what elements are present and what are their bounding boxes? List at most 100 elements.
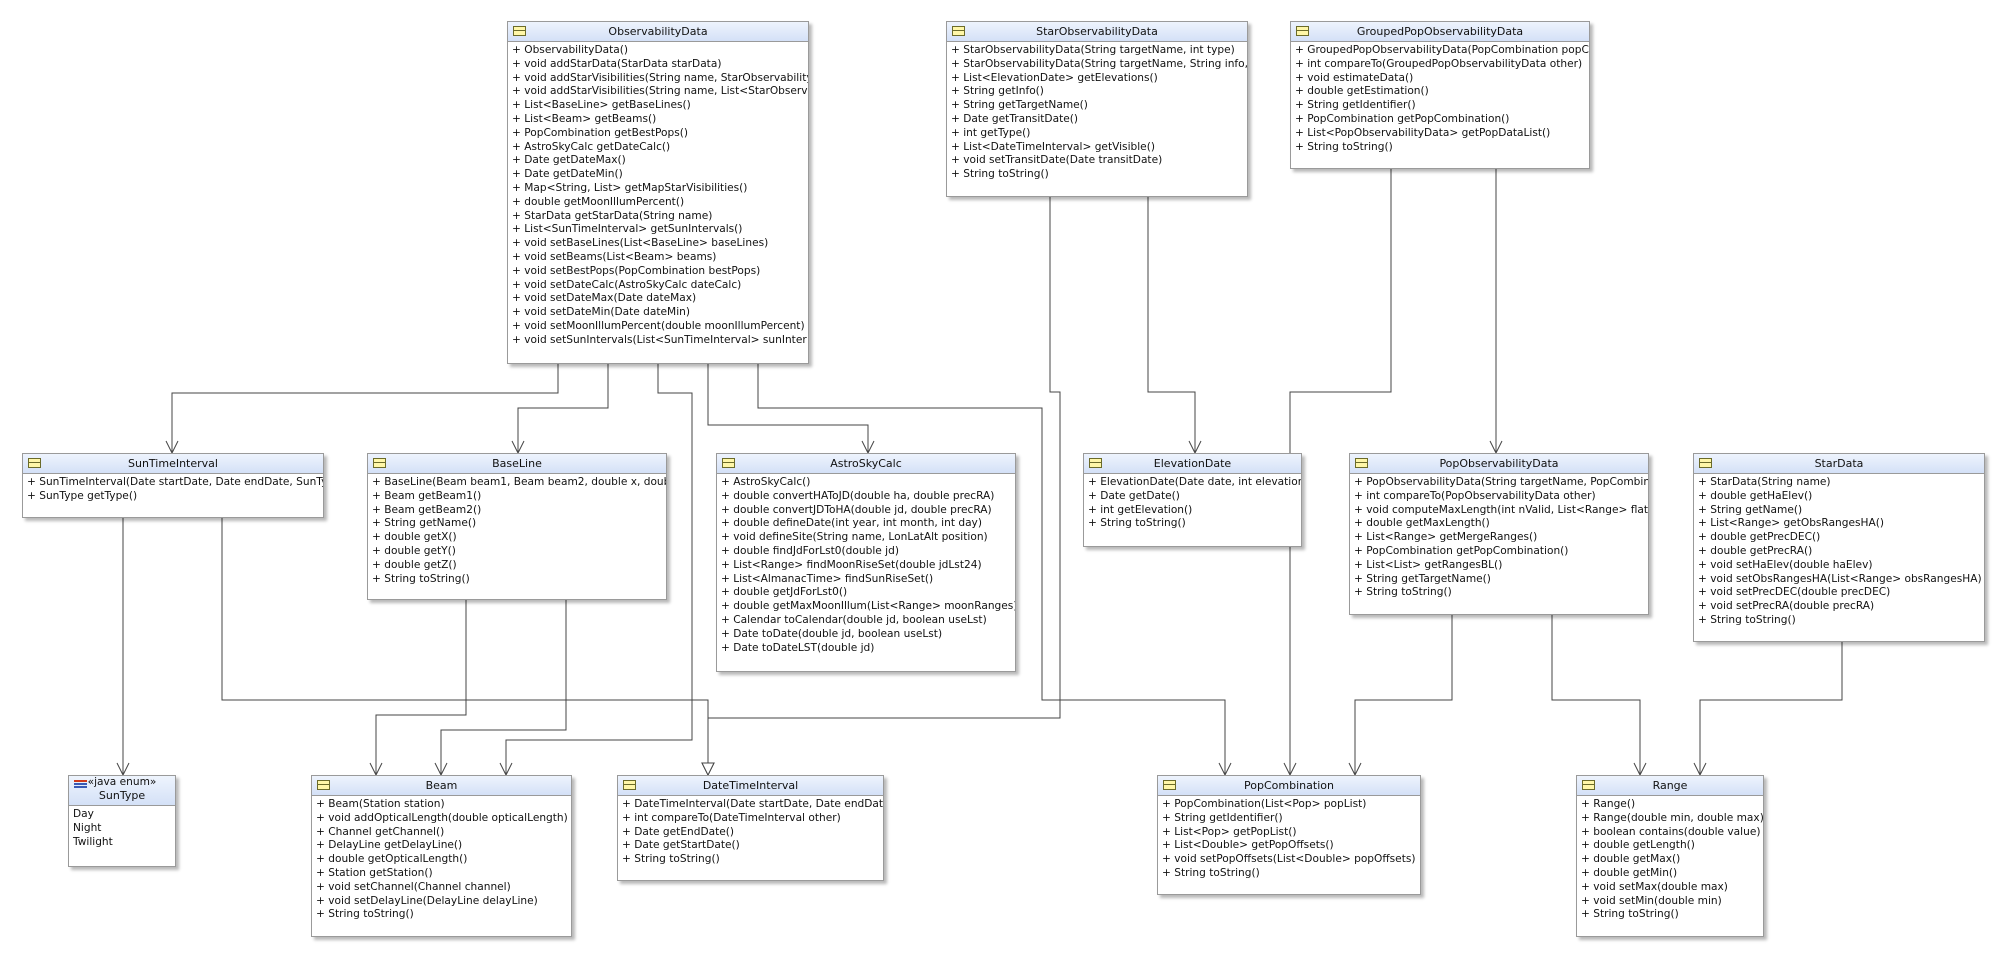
class-member: + ObservabilityData() <box>512 44 628 56</box>
class-member: + void setDateMin(Date dateMin) <box>512 306 690 319</box>
inheritance-arrowhead <box>701 762 715 777</box>
class-name: GroupedPopObservabilityData <box>1356 25 1524 38</box>
class-members: + Range()+ Range(double min, double max)… <box>1577 796 1763 926</box>
edge-observabilitydata-beam <box>505 362 693 775</box>
class-member: + List<Beam> getBeams() <box>512 112 657 125</box>
class-member: + void setBeams(List<Beam> beams) <box>512 250 717 263</box>
class-member: + ElevationDate(Date date, int elevation… <box>1088 476 1302 488</box>
class-member: + String toString() <box>1295 140 1393 153</box>
class-icon <box>1089 458 1102 468</box>
class-observabilitydata[interactable]: ObservabilityData+ ObservabilityData()+ … <box>507 21 809 364</box>
class-member: + void setMin(double min) <box>1581 894 1722 907</box>
class-member: + double getMaxLength() <box>1354 517 1490 530</box>
class-member: + double getLength() <box>1581 839 1695 852</box>
class-datetimeinterval[interactable]: DateTimeInterval + DateTimeInterval(Date … <box>617 775 884 881</box>
class-member: + void setBestPops(PopCombination bestPo… <box>512 264 761 277</box>
class-member: + void setBaseLines(List<BaseLine> baseL… <box>512 237 769 250</box>
class-member: + double getOpticalLength() <box>316 853 468 866</box>
class-member: + Station getStation() <box>316 866 433 879</box>
class-elevationdate[interactable]: ElevationDate + ElevationDate(Date date, … <box>1083 453 1302 547</box>
class-member: + int getType() <box>951 126 1031 139</box>
class-member: + AstroSkyCalc() <box>721 476 811 488</box>
class-member: + Map<String, List> getMapStarVisibiliti… <box>512 181 748 194</box>
class-member: + String toString() <box>372 572 470 585</box>
edge-starobs-elevationdate <box>1147 195 1196 453</box>
class-member: + double getEstimation() <box>1295 85 1429 98</box>
class-member: + int getElevation() <box>1088 503 1193 516</box>
class-name: ElevationDate <box>1153 457 1232 470</box>
class-member: + Date toDateLST(double jd) <box>721 641 875 654</box>
class-member: + double getMin() <box>1581 866 1678 879</box>
enum-literal: Night <box>73 821 102 834</box>
class-member: + void setDelayLine(DelayLine delayLine) <box>316 894 538 907</box>
class-members: + ObservabilityData()+ void addStarData(… <box>508 42 808 352</box>
class-member: + List<SunTimeInterval> getSunIntervals(… <box>512 223 743 236</box>
enum-literal: Twilight <box>73 835 113 848</box>
edge-popobs-popcombination <box>1354 613 1453 775</box>
class-members: + DateTimeInterval(Date startDate, Date … <box>618 796 883 871</box>
class-member: + List<Range> getObsRangesHA() <box>1698 517 1885 530</box>
class-starobservabilitydata[interactable]: StarObservabilityData + StarObservability… <box>946 21 1248 197</box>
edge-observabilitydata-popcombination <box>757 362 1226 775</box>
edge-observabilitydata-suntimeinterval <box>171 362 559 453</box>
class-member: + void setMax(double max) <box>1581 880 1728 893</box>
class-member: + PopCombination getPopCombination() <box>1354 544 1569 557</box>
class-members: + GroupedPopObservabilityData(PopCombina… <box>1291 42 1589 158</box>
class-baseline[interactable]: BaseLine+ BaseLine(Beam beam1, Beam beam… <box>367 453 667 600</box>
class-members: + StarData(String name)+ double getHaEle… <box>1694 474 1984 632</box>
class-beam[interactable]: Beam + Beam(Station station)+ void addOpt… <box>311 775 572 937</box>
class-header: AstroSkyCalc <box>717 454 1015 474</box>
enum-header: «java enum» SunType <box>69 776 175 806</box>
class-member: + AstroSkyCalc getDateCalc() <box>512 140 671 153</box>
class-members: + PopCombination(List<Pop> popList)+ Str… <box>1158 796 1420 885</box>
class-stardata[interactable]: StarData+ StarData(String name)+ double … <box>1693 453 1985 642</box>
class-members: + AstroSkyCalc()+ double convertHAToJD(d… <box>717 474 1015 659</box>
class-member: + List<BaseLine> getBaseLines() <box>512 99 691 112</box>
edge-observabilitydata-astroskycalc <box>707 362 869 453</box>
class-member: + PopCombination getBestPops() <box>512 126 689 139</box>
class-member: + SunType getType() <box>27 489 138 502</box>
class-popcombination[interactable]: PopCombination+ PopCombination(List<Pop>… <box>1157 775 1421 895</box>
class-header: StarData <box>1694 454 1984 474</box>
class-member: + PopCombination getPopCombination() <box>1295 112 1510 125</box>
class-astroskycalc[interactable]: AstroSkyCalc + AstroSkyCalc()+ double con… <box>716 453 1016 672</box>
class-member: + List<List> getRangesBL() <box>1354 558 1503 571</box>
class-popobservabilitydata[interactable]: PopObservabilityData+ PopObservabilityDa… <box>1349 453 1649 615</box>
class-member: + double getMoonIllumPercent() <box>512 195 685 208</box>
class-suntimeinterval[interactable]: SunTimeInterval+ SunTimeInterval(Date st… <box>22 453 324 518</box>
class-member: + GroupedPopObservabilityData(PopCombina… <box>1295 44 1589 56</box>
class-member: + String getName() <box>1698 503 1803 516</box>
class-member: + Beam(Station station) <box>316 798 445 810</box>
edge-stardata-range <box>1699 640 1843 775</box>
class-groupedpopobservabilitydata[interactable]: GroupedPopObservabilityData + GroupedPopO… <box>1290 21 1590 169</box>
class-header: SunTimeInterval <box>23 454 323 474</box>
class-name: DateTimeInterval <box>702 779 799 792</box>
class-member: + DateTimeInterval(Date startDate, Date … <box>622 798 884 810</box>
class-member: + Date toDate(double jd, boolean useLst) <box>721 627 943 640</box>
class-name: PopObservabilityData <box>1439 457 1559 470</box>
class-member: + double getY() <box>372 544 456 557</box>
class-member: + String toString() <box>1088 517 1186 530</box>
class-icon <box>513 26 526 36</box>
class-icon <box>1163 780 1176 790</box>
edge-popobs-range <box>1551 613 1641 775</box>
class-name: AstroSkyCalc <box>830 457 902 470</box>
class-name: Beam <box>425 779 458 792</box>
class-member: + double getX() <box>372 531 457 544</box>
class-name: StarObservabilityData <box>1036 25 1158 38</box>
class-member: + Range() <box>1581 798 1636 810</box>
class-member: + String toString() <box>1581 908 1679 921</box>
class-member: + String getName() <box>372 517 477 530</box>
class-member: + void addOpticalLength(double opticalLe… <box>316 811 568 824</box>
class-members: + ElevationDate(Date date, int elevation… <box>1084 474 1301 535</box>
class-icon <box>1296 26 1309 36</box>
class-range[interactable]: Range+ Range()+ Range(double min, double… <box>1576 775 1764 937</box>
class-members: + StarObservabilityData(String targetNam… <box>947 42 1247 186</box>
class-member: + void setDateCalc(AstroSkyCalc dateCalc… <box>512 278 742 291</box>
class-icon <box>722 458 735 468</box>
class-name: BaseLine <box>492 457 542 470</box>
class-member: + Channel getChannel() <box>316 825 445 838</box>
class-icon <box>1699 458 1712 468</box>
class-member: + void addStarVisibilities(String name, … <box>512 85 808 98</box>
